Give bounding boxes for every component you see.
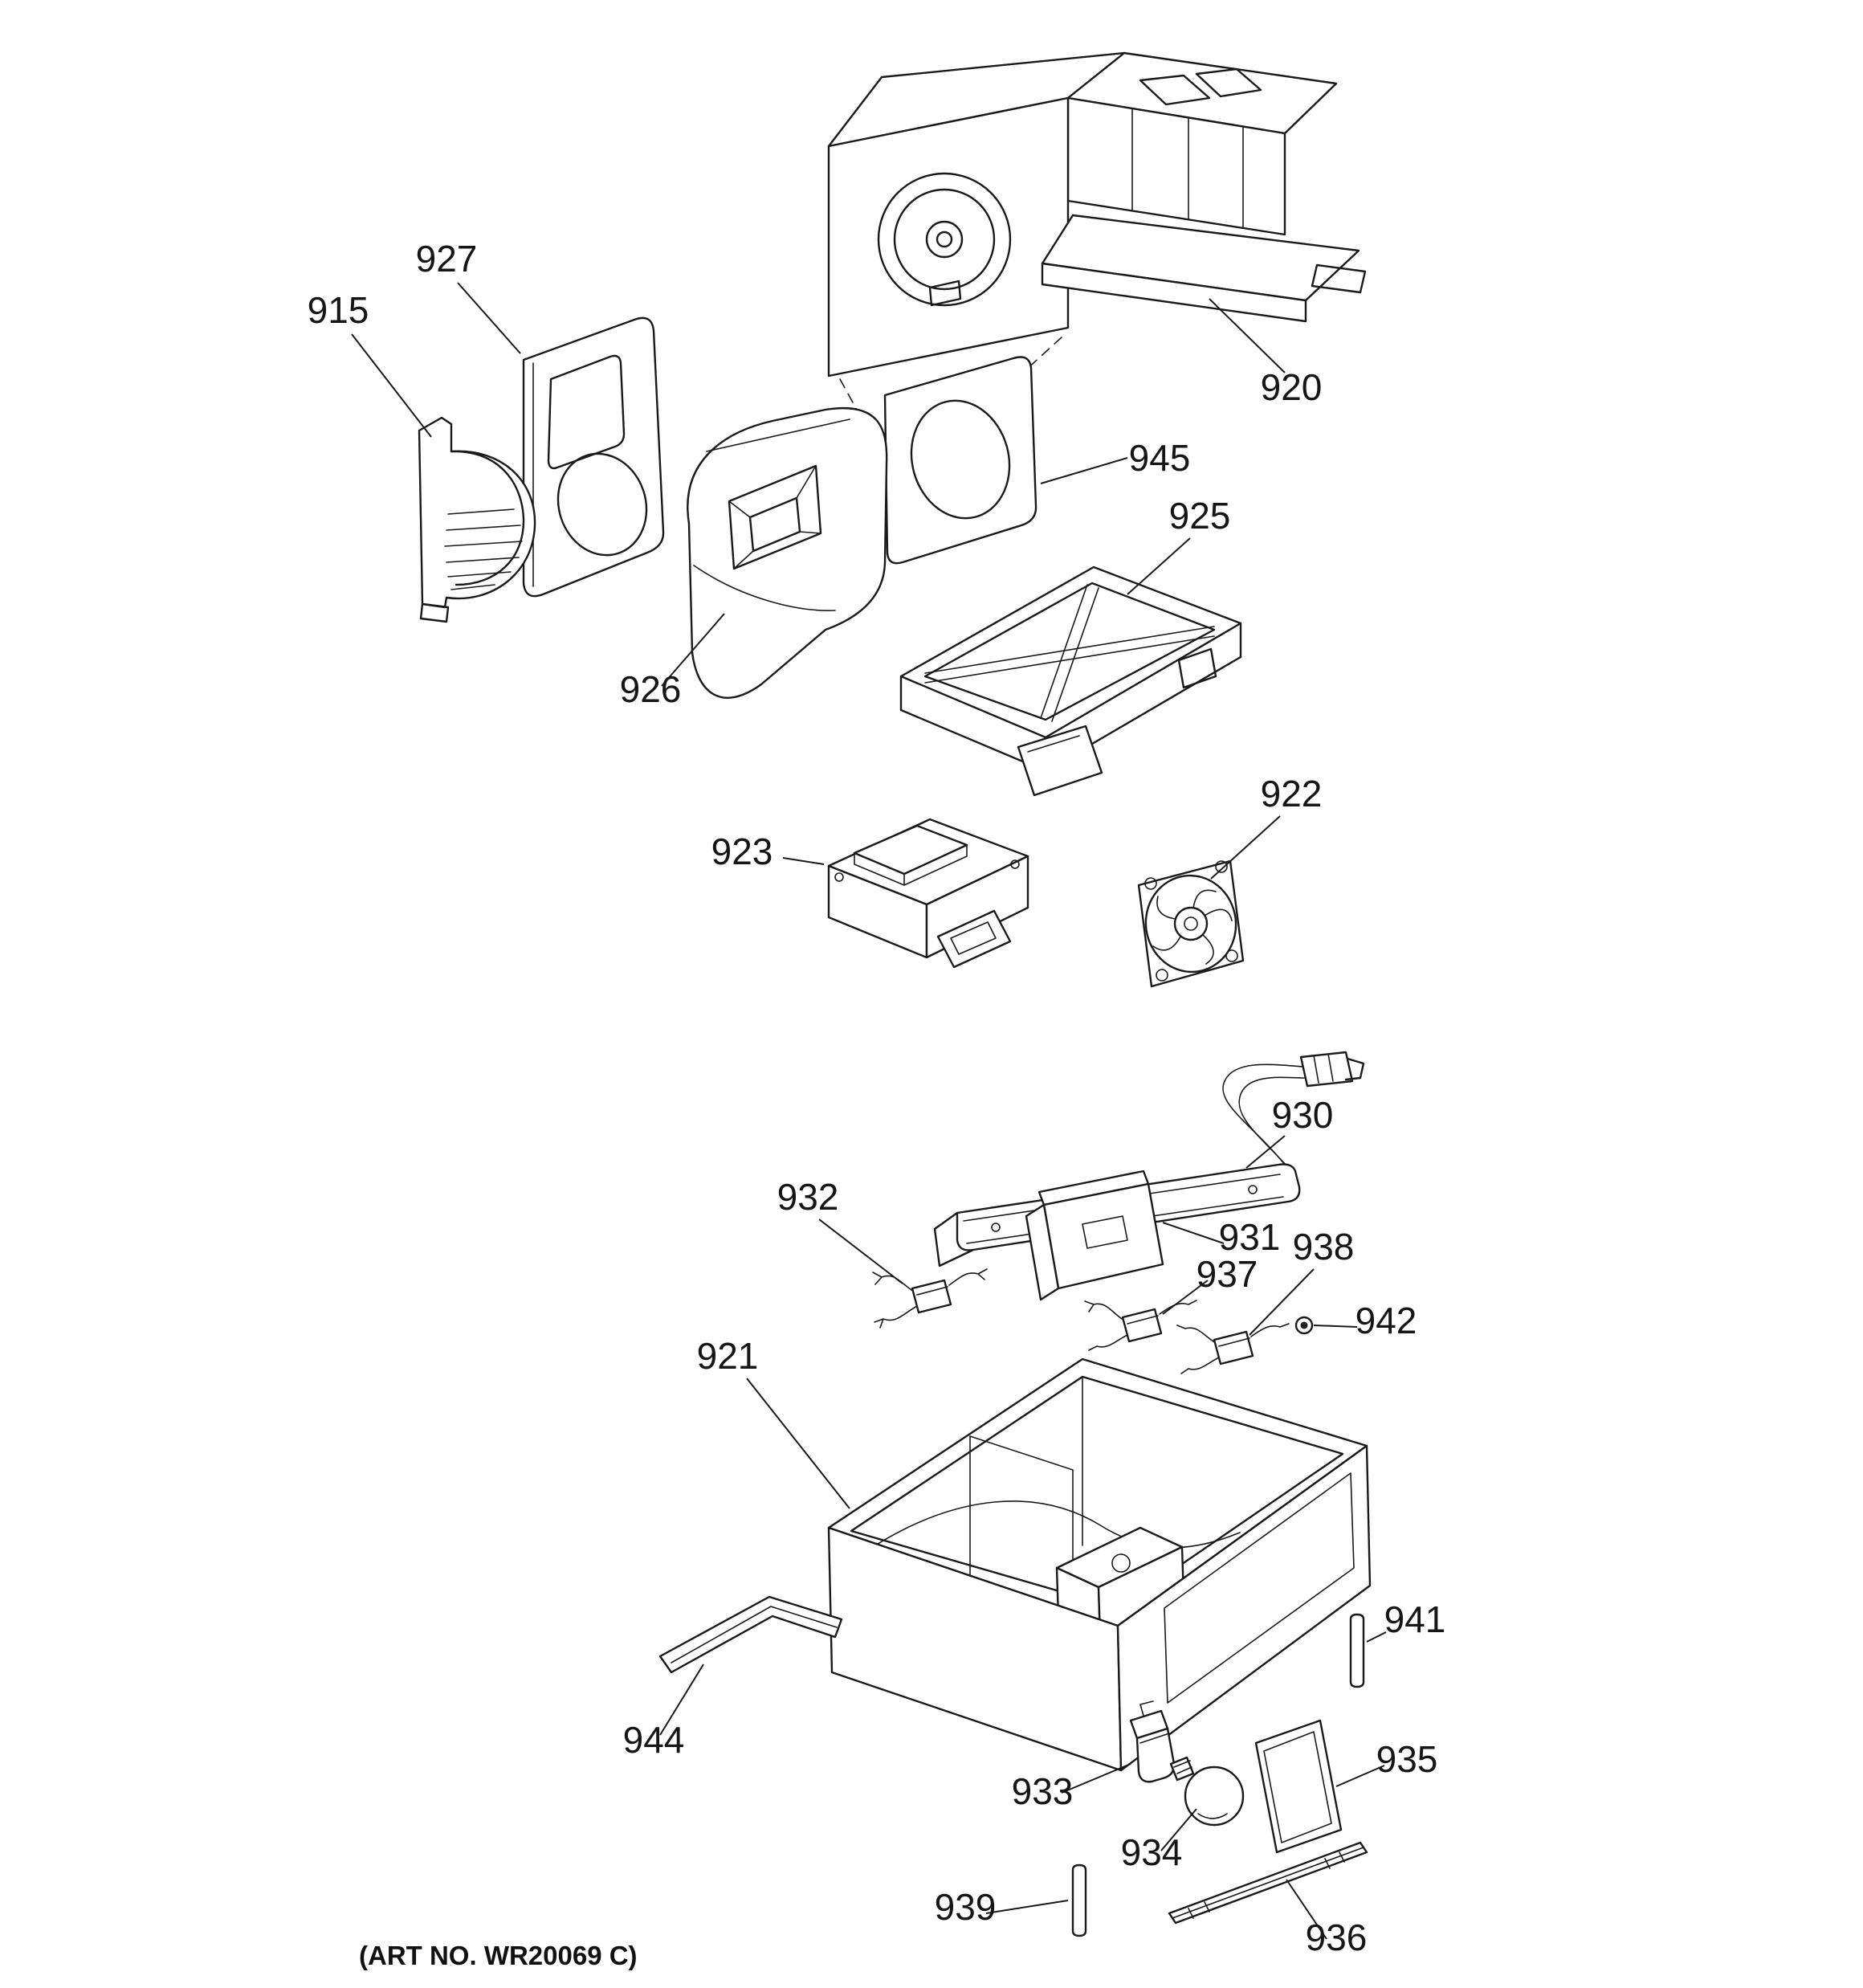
part-937-drawing (1084, 1300, 1197, 1351)
leader-941 (1366, 1631, 1387, 1643)
part-label-932: 932 (777, 1176, 839, 1218)
part-label-930: 930 (1272, 1094, 1334, 1136)
part-922-drawing (1137, 859, 1245, 988)
part-label-915: 915 (308, 289, 369, 331)
leader-920 (1209, 298, 1286, 374)
part-942-drawing (1294, 1316, 1314, 1335)
part-936-drawing (1168, 1841, 1368, 1925)
leader-942 (1313, 1325, 1358, 1328)
leader-930 (1245, 1135, 1286, 1169)
leader-925 (1127, 537, 1191, 595)
part-label-920: 920 (1261, 366, 1323, 408)
case-grille (1164, 1472, 1355, 1704)
part-938-drawing (1176, 1323, 1290, 1374)
part-label-938: 938 (1293, 1226, 1355, 1268)
part-926-drawing (687, 406, 888, 699)
leader-931 (1162, 1222, 1225, 1244)
leader-944 (659, 1663, 704, 1736)
part-label-922: 922 (1261, 773, 1323, 814)
part-931-drawing (1025, 1170, 1164, 1301)
part-label-931: 931 (1219, 1216, 1281, 1258)
part-934-drawing (1169, 1756, 1245, 1827)
part-921-drawing (827, 1357, 1372, 1772)
part-label-936: 936 (1306, 1917, 1368, 1958)
fan-opening (1144, 874, 1237, 974)
leader-939 (985, 1900, 1069, 1914)
leader-915 (351, 333, 432, 438)
leader-937 (1162, 1280, 1209, 1315)
part-label-921: 921 (697, 1335, 759, 1377)
art-number: (ART NO. WR20069 C) (359, 1941, 638, 1970)
part-label-925: 925 (1169, 495, 1231, 537)
part-label-927: 927 (416, 238, 478, 280)
part-labels: 915 920 921 922 923 925 926 927 930 931 … (308, 238, 1446, 1958)
part-945-drawing (883, 356, 1037, 565)
part-935-drawing (1254, 1719, 1343, 1854)
part-915-drawing (418, 416, 536, 623)
part-941-drawing (1349, 1613, 1365, 1688)
leader-923 (782, 857, 825, 865)
part-920-drawing (827, 51, 1367, 494)
part-label-944: 944 (623, 1719, 685, 1761)
part-label-935: 935 (1376, 1738, 1438, 1780)
leader-922 (1210, 815, 1281, 880)
leader-934 (1160, 1808, 1197, 1851)
part-label-942: 942 (1355, 1300, 1417, 1341)
part-label-939: 939 (935, 1886, 997, 1928)
part-927-drawing (522, 316, 665, 598)
leader-938 (1249, 1268, 1315, 1336)
fan-blades (1152, 889, 1233, 965)
part-944-drawing (658, 1595, 843, 1674)
part-933-drawing (1129, 1700, 1176, 1783)
part-label-941: 941 (1384, 1598, 1446, 1640)
leader-921 (746, 1378, 850, 1509)
leader-932 (818, 1219, 903, 1284)
leader-lines (351, 282, 1387, 1940)
part-932-drawing (872, 1268, 988, 1329)
leader-926 (661, 613, 725, 687)
leader-936 (1286, 1879, 1327, 1940)
part-939-drawing (1071, 1863, 1087, 1937)
leader-927 (457, 282, 521, 354)
leader-933 (1061, 1763, 1131, 1794)
part-label-933: 933 (1012, 1770, 1074, 1812)
leader-935 (1335, 1765, 1385, 1787)
part-label-926: 926 (620, 668, 682, 710)
part-label-923: 923 (711, 831, 773, 872)
part-label-934: 934 (1121, 1831, 1183, 1873)
part-925-drawing (899, 565, 1242, 797)
auger-bezel (877, 172, 1012, 307)
leader-945 (1040, 457, 1128, 484)
part-923-drawing (827, 818, 1029, 969)
part-label-945: 945 (1129, 437, 1191, 479)
part-label-937: 937 (1196, 1253, 1258, 1295)
